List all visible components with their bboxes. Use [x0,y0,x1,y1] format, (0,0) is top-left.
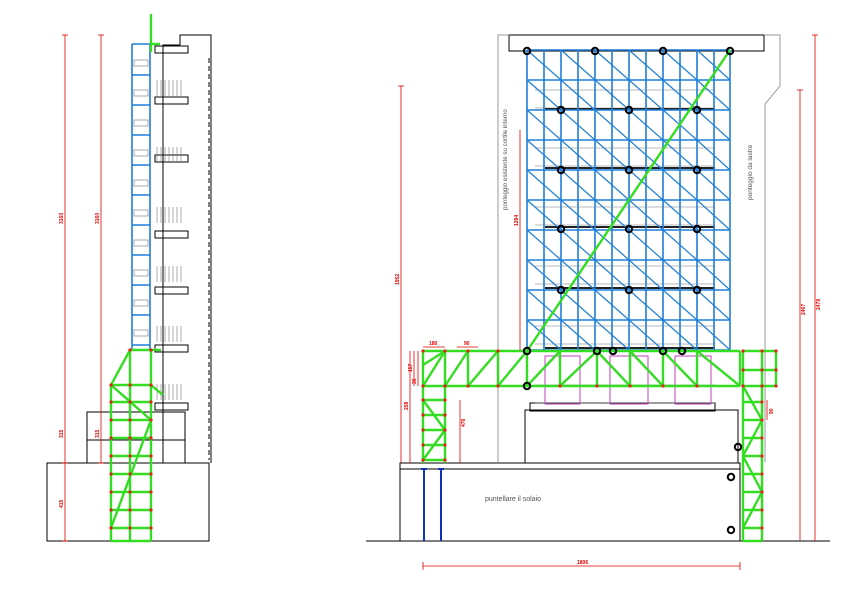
dim-bridge-small: 36 [412,378,418,384]
building-outline [86,34,212,464]
label-existing-scaffold-text: ponteggio esistente su cortile interno [502,109,509,210]
right-elevation: ponteggio esistente su cortile interno p… [366,34,830,570]
lower-structure [399,402,741,541]
label-existing-scaffold: ponteggio esistente su cortile interno [502,109,509,210]
green-left-tower [421,386,447,463]
dim-span-b: 90 [464,341,470,347]
ground-windows [544,355,712,405]
dim-span-a: 180 [429,341,438,347]
blue-facade-bracing [526,49,731,351]
anchor-rings [522,46,743,535]
green-scaffold-tower [109,14,164,543]
green-bridge-truss [421,349,742,388]
blue-scaffold-column [131,43,151,350]
dim-bridge-low: 258 [404,401,410,410]
neighbor-outlines [497,34,781,462]
dim-left-total: 1952 [395,274,401,285]
label-slab-scaffold: ponteggio da lastre [747,144,754,200]
green-diagonal-brace [526,49,731,352]
dim-bridge-height: 157 [408,363,414,372]
dim-total-height-a: 3160 [59,213,65,224]
dim-right-small: 90 [769,408,775,414]
dim-right-total: 2478 [816,299,822,310]
right-dimension-lines [398,34,818,570]
dim-lower-a: 315 [59,429,65,438]
left-dimension-lines [62,34,104,542]
dim-lower-b: 315 [95,429,101,438]
dim-right-inner: 2467 [801,304,807,315]
green-right-tower [741,349,778,543]
left-tower-nodes [109,348,153,530]
label-shoring-note: puntellare il solaio [485,496,541,503]
dim-mid-height: 476 [461,418,467,427]
balcony-railings [156,80,182,400]
dim-total-height-b: 3160 [95,213,101,224]
balconies [154,45,189,411]
blue-scaffold-boards [133,59,149,337]
left-elevation: 3160 3160 315 315 415 [46,14,212,543]
roof-cap [508,34,765,52]
dim-inner-total: 1294 [514,215,520,226]
front-balcony-slabs [545,108,715,349]
dim-base: 415 [59,499,65,508]
dim-bottom-width: 1806 [577,560,588,566]
shoring-props [421,468,444,541]
truss-nodes [421,349,778,530]
